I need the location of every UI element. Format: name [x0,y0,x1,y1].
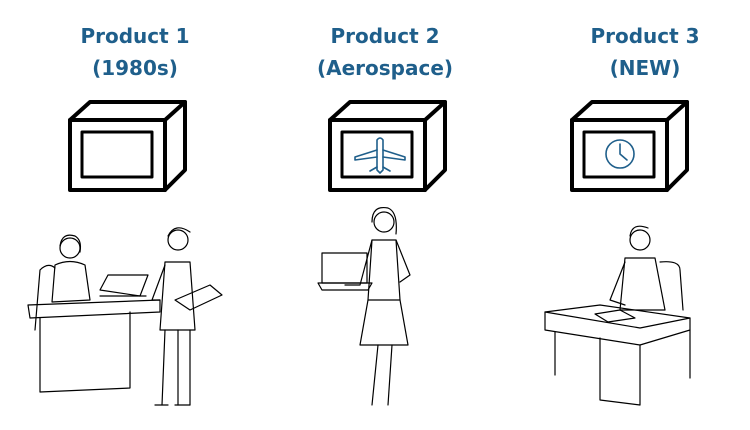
product-1-subtitle: (1980s) [92,56,178,80]
product-3-subtitle: (NEW) [609,56,681,80]
product-3-box [570,100,689,192]
product-2-subtitle: (Aerospace) [316,56,454,80]
businessman-at-desk [544,225,691,406]
clock-icon [605,139,635,169]
businesswoman-with-laptop [317,206,411,406]
airplane-icon [354,137,406,174]
product-2-box [328,100,447,192]
office-workers-1980s [27,227,223,406]
product-1-name: Product 1 [80,24,190,48]
product-2-title: Product 2 (Aerospace) [285,20,485,84]
product-1-box [68,100,187,192]
product-2-name: Product 2 [330,24,440,48]
product-1-title: Product 1 (1980s) [35,20,235,84]
product-3-name: Product 3 [590,24,700,48]
product-3-title: Product 3 (NEW) [545,20,745,84]
